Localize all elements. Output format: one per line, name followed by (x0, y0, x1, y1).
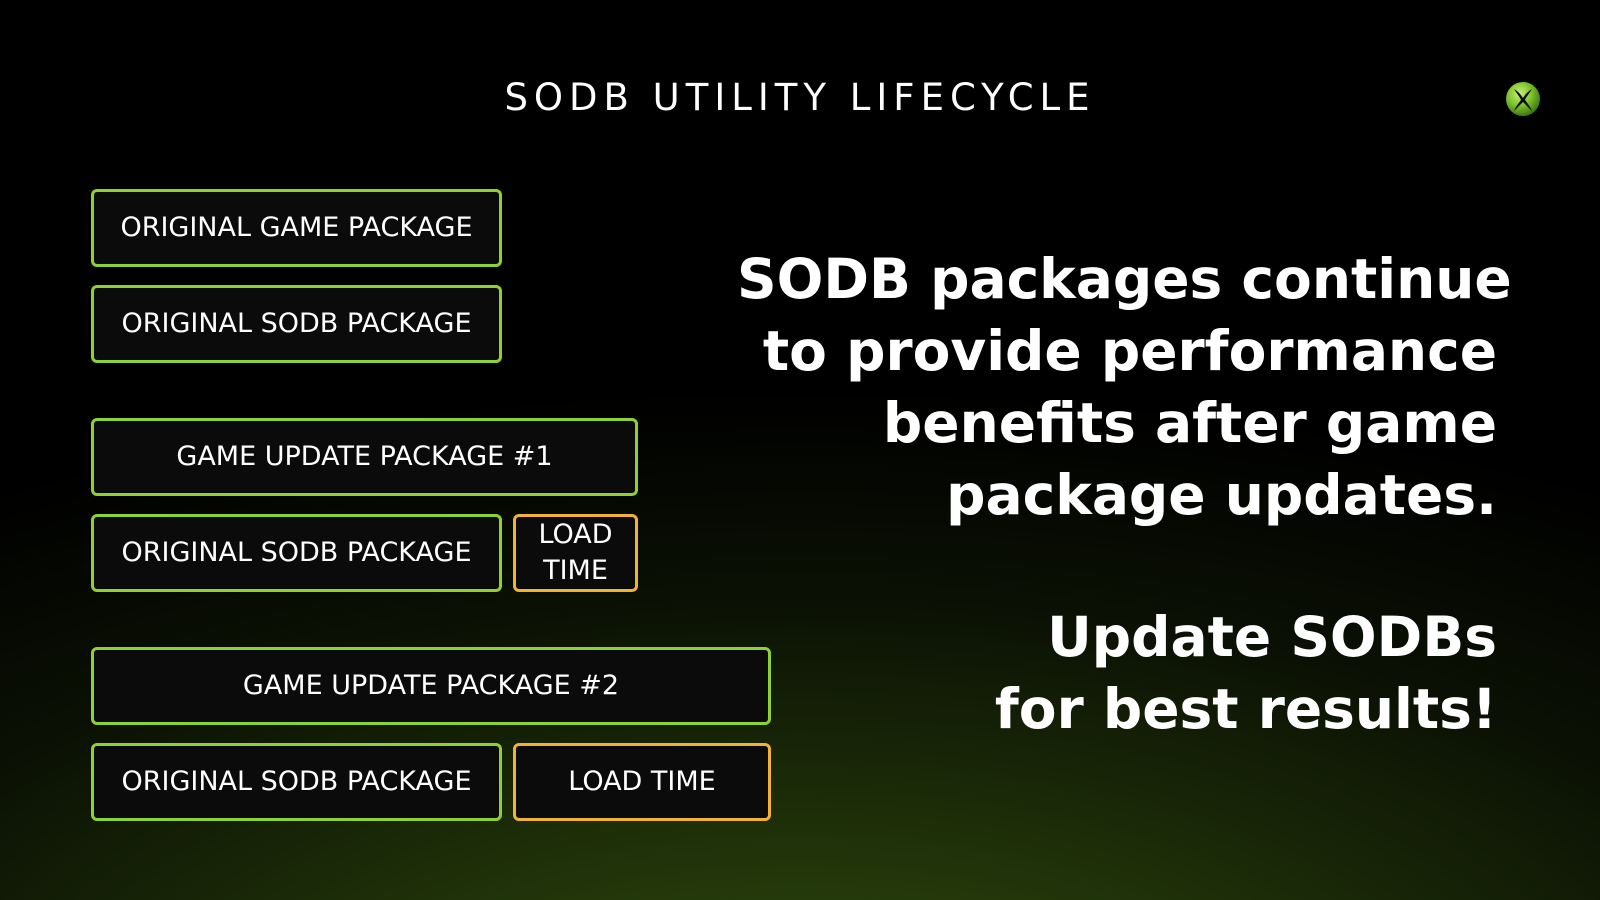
main-message: SODB packages continue to provide perfor… (737, 243, 1512, 531)
load-time-label-2: LOAD TIME (568, 766, 716, 797)
load-time-box-2: LOAD TIME (513, 743, 771, 821)
original-sodb-package-label-3: ORIGINAL SODB PACKAGE (121, 766, 472, 797)
game-update-package-2-box: GAME UPDATE PACKAGE #2 (91, 647, 771, 725)
slide-title: SODB UTILITY LIFECYCLE (504, 76, 1096, 119)
xbox-logo-icon (1506, 82, 1540, 116)
game-update-package-1-box: GAME UPDATE PACKAGE #1 (91, 418, 638, 496)
main-message-line-1: SODB packages continue (737, 247, 1512, 311)
original-sodb-package-box-3: ORIGINAL SODB PACKAGE (91, 743, 502, 821)
callout-line-2: for best results! (994, 677, 1497, 741)
original-sodb-package-box: ORIGINAL SODB PACKAGE (91, 285, 502, 363)
game-update-package-2-label: GAME UPDATE PACKAGE #2 (242, 670, 620, 701)
callout-line-1: Update SODBs (1047, 605, 1497, 669)
load-time-label-line2: TIME (543, 555, 608, 586)
main-message-line-3: benefits after game (882, 391, 1497, 455)
callout-message: Update SODBs for best results! (797, 601, 1497, 745)
main-message-line-2: to provide performance (762, 319, 1497, 383)
original-game-package-box: ORIGINAL GAME PACKAGE (91, 189, 502, 267)
load-time-label-line1: LOAD (538, 519, 613, 550)
main-message-line-4: package updates. (946, 463, 1497, 527)
original-sodb-package-label: ORIGINAL SODB PACKAGE (121, 308, 472, 339)
load-time-box-1: LOAD TIME (513, 514, 638, 592)
original-sodb-package-label-2: ORIGINAL SODB PACKAGE (121, 537, 472, 568)
original-sodb-package-box-2: ORIGINAL SODB PACKAGE (91, 514, 502, 592)
original-game-package-label: ORIGINAL GAME PACKAGE (120, 212, 473, 243)
game-update-package-1-label: GAME UPDATE PACKAGE #1 (176, 441, 553, 472)
